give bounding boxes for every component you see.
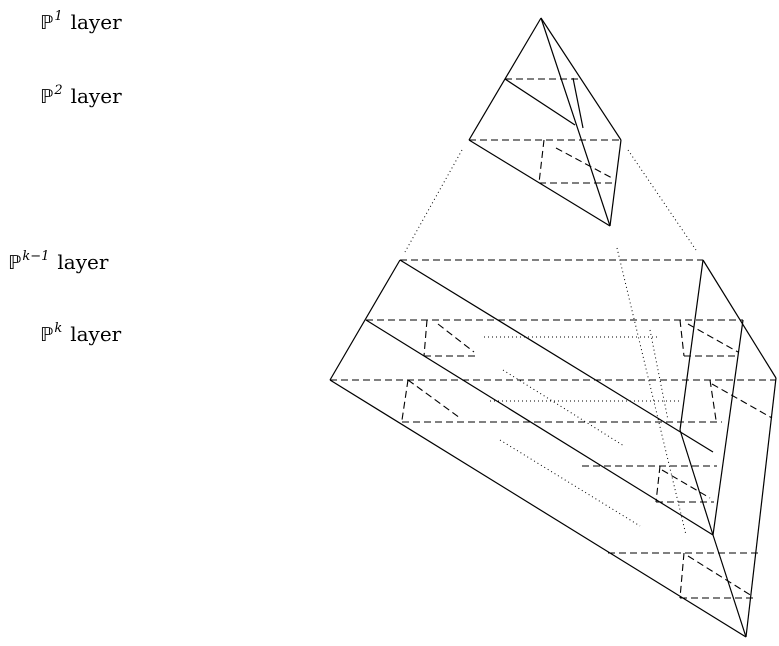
big-base-edge (329, 379, 747, 638)
inner-dashed-d6 (687, 555, 753, 597)
label-word: layer (70, 84, 122, 108)
label-exponent: 1 (54, 9, 63, 24)
connector-dots (404, 149, 697, 536)
label-symbol: ℙ (40, 86, 54, 108)
label-word: layer (70, 322, 122, 346)
label-symbol: ℙ (8, 252, 22, 274)
inner-dashed-d1 (437, 323, 475, 353)
top-right-edge (540, 17, 622, 141)
big-left-edge (329, 259, 401, 381)
big-mid-vertical (712, 319, 744, 536)
big-inner-top-edge (399, 259, 714, 453)
left-connector (404, 149, 463, 253)
top-hidden-diagonal (555, 147, 613, 179)
inner-dashed-d2 (687, 323, 739, 353)
inner-dashed-d4 (711, 383, 773, 419)
bottom-pyramid (329, 259, 777, 638)
label-exponent: 2 (54, 83, 63, 98)
label-exponent: k−1 (22, 249, 50, 264)
inner-dashed-d5 (661, 469, 711, 499)
big-inner-mid-edge (365, 319, 714, 536)
inner-dashed-v1 (423, 319, 428, 357)
label-symbol: ℙ (40, 324, 54, 346)
big-back-diagonal (679, 429, 714, 536)
top-pyramid (468, 17, 622, 227)
p1-layer-label: ℙ1 layer (40, 10, 122, 33)
inner-dashed-v5 (655, 465, 661, 503)
inner-dashed-v2 (679, 319, 685, 357)
inner-dotted-d1 (502, 369, 625, 447)
p2-layer-label: ℙ2 layer (40, 84, 122, 107)
inner-dashed-v3 (401, 379, 409, 421)
right-connector (627, 149, 697, 251)
top-inner-diagonal (504, 78, 576, 126)
big-back-vertical (679, 259, 704, 431)
label-word: layer (70, 10, 122, 34)
big-right-edge (702, 259, 777, 379)
inner-connector (616, 247, 687, 536)
label-word: layer (57, 250, 109, 274)
big-front-diagonal (712, 534, 747, 638)
top-hidden-vertical (538, 139, 545, 184)
inner-dashed-v6 (679, 552, 685, 599)
big-front-vertical (745, 377, 777, 638)
label-exponent: k (54, 321, 63, 336)
top-base-right-edge (609, 139, 622, 227)
label-symbol: ℙ (40, 12, 54, 34)
inner-dotted-v1 (649, 329, 669, 421)
top-front-edge (540, 17, 611, 227)
inner-dotted-d2 (499, 439, 641, 527)
inner-dashed-v4 (709, 379, 717, 421)
inner-dashed-d3 (407, 379, 461, 419)
pk-minus-1-layer-label: ℙk−1 layer (8, 250, 108, 273)
top-inner-vertical (572, 77, 584, 129)
